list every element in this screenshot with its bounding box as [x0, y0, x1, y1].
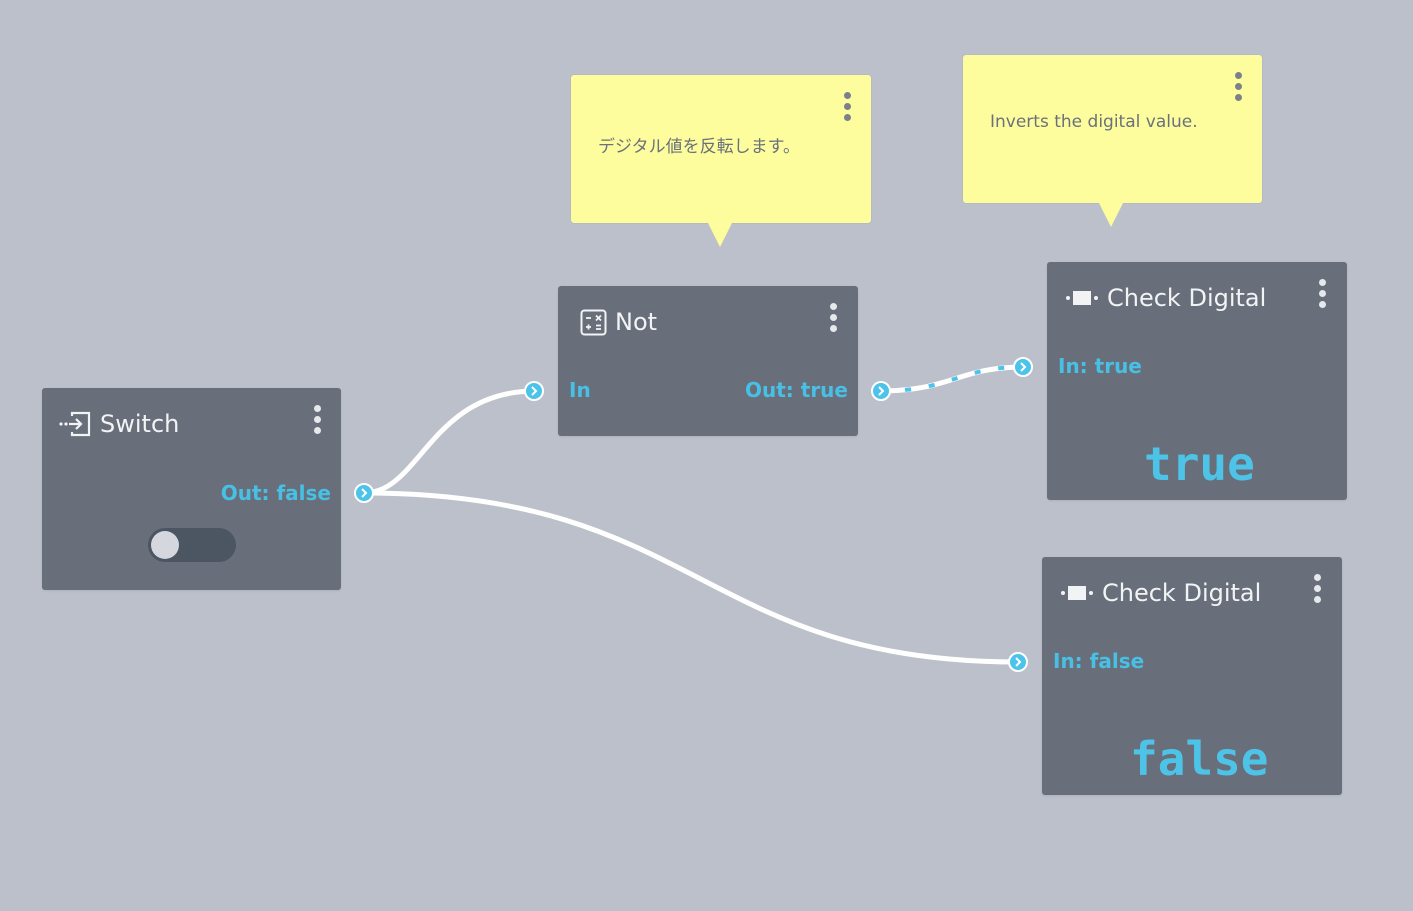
comment-note-check-digital[interactable]: Inverts the digital value. — [963, 55, 1262, 227]
note-text: デジタル値を反転します。 — [598, 137, 800, 157]
input-port-label: In: true — [1058, 354, 1142, 378]
wire-not-to-check-top[interactable] — [880, 364, 1024, 394]
node-title: Check Digital — [1102, 579, 1262, 607]
chevron-right-icon — [361, 488, 368, 498]
node-header: Check Digital — [1060, 579, 1261, 607]
not-output-port[interactable] — [871, 381, 891, 401]
node-title: Switch — [100, 410, 180, 438]
wire-not-to-check-top-signal — [880, 365, 1024, 393]
check-digital-node-top[interactable]: Check Digital In: true true — [1047, 262, 1347, 500]
chevron-right-icon — [1015, 657, 1022, 667]
check-digital-top-input-port[interactable] — [1013, 357, 1033, 377]
note-pointer — [1099, 203, 1123, 227]
switch-output-port[interactable] — [354, 483, 374, 503]
not-input-port[interactable] — [524, 381, 544, 401]
check-digital-bottom-input-port[interactable] — [1008, 652, 1028, 672]
more-vert-icon[interactable] — [842, 92, 852, 126]
input-icon — [59, 411, 91, 437]
wire-switch-to-check-bottom[interactable] — [363, 490, 1019, 665]
wire-switch-to-not[interactable] — [363, 388, 535, 496]
more-vert-icon[interactable] — [828, 303, 838, 337]
not-node[interactable]: Not In Out: true — [558, 286, 858, 436]
more-vert-icon[interactable] — [1312, 574, 1322, 608]
digital-value-display: false — [1130, 732, 1269, 786]
comment-note-not[interactable]: デジタル値を反転します。 — [571, 75, 871, 247]
chevron-right-icon — [1020, 362, 1027, 372]
note-pointer — [708, 223, 732, 247]
digital-value-display: true — [1144, 437, 1255, 491]
switch-toggle[interactable] — [148, 528, 236, 562]
more-vert-icon[interactable] — [1317, 279, 1327, 313]
input-port-label: In: false — [1053, 649, 1145, 673]
input-port-label: In — [569, 378, 591, 402]
more-vert-icon[interactable] — [312, 405, 322, 439]
node-header: Switch — [58, 410, 179, 438]
chevron-right-icon — [878, 386, 885, 396]
digital-probe-icon — [1061, 586, 1093, 600]
check-digital-node-bottom[interactable]: Check Digital In: false false — [1042, 557, 1342, 795]
note-text: Inverts the digital value. — [990, 112, 1198, 132]
node-title: Check Digital — [1107, 284, 1267, 312]
chevron-right-icon — [531, 386, 538, 396]
node-title: Not — [615, 308, 658, 336]
node-header: Check Digital — [1065, 284, 1266, 312]
digital-probe-icon — [1066, 291, 1098, 305]
node-header: Not — [580, 308, 657, 336]
toggle-knob[interactable] — [151, 531, 179, 559]
calculator-icon — [580, 309, 607, 335]
output-port-label: Out: true — [745, 378, 848, 402]
switch-node[interactable]: Switch Out: false — [42, 388, 341, 590]
output-port-label: Out: false — [220, 481, 331, 505]
more-vert-icon[interactable] — [1233, 72, 1243, 106]
